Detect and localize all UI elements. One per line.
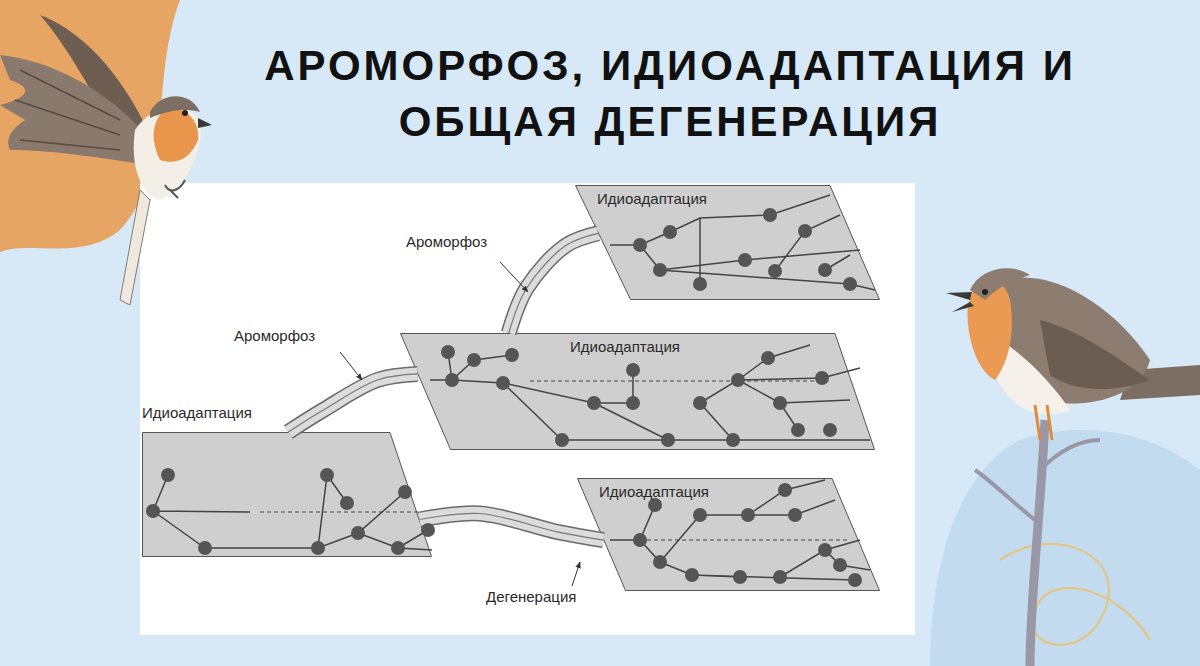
flying-bird	[0, 15, 212, 305]
plane-outline	[143, 433, 432, 557]
white-panel	[140, 183, 915, 635]
band-outline	[288, 374, 417, 432]
band-fill	[288, 374, 417, 432]
band-label: Ароморфоз	[232, 327, 317, 344]
plane-outline	[576, 186, 880, 300]
band-label-box: Ароморфоз	[232, 327, 317, 345]
scribble	[1000, 544, 1150, 645]
band-strand	[509, 233, 598, 333]
plane-outline	[578, 479, 880, 591]
evolution-band	[509, 233, 598, 333]
plane-label: Идиоадаптация	[570, 338, 680, 355]
band-outline	[509, 233, 598, 333]
band-label-box: Ароморфоз	[404, 233, 489, 251]
band-label: Дегенерация	[484, 588, 578, 605]
idioadaptation-plane: Идиоадаптация	[577, 478, 880, 591]
band-label-box: Дегенерация	[484, 588, 578, 606]
band-strand	[288, 374, 417, 432]
band-outline	[419, 513, 603, 540]
title-box: АРОМОРФОЗ, ИДИОАДАПТАЦИЯ И ОБЩАЯ ДЕГЕНЕР…	[190, 38, 1150, 150]
plane-label: Идиоадаптация	[599, 483, 709, 500]
plane-label: Идиоадаптация	[142, 404, 252, 421]
blue-blob	[930, 430, 1200, 666]
band-strand	[419, 513, 603, 540]
plane-label: Идиоадаптация	[597, 190, 707, 207]
title: АРОМОРФОЗ, ИДИОАДАПТАЦИЯ И ОБЩАЯ ДЕГЕНЕР…	[190, 38, 1150, 150]
band-fill	[419, 513, 603, 540]
perched-bird	[946, 268, 1200, 666]
plane-outline	[401, 334, 875, 450]
evolution-band	[288, 374, 417, 432]
band-label: Ароморфоз	[404, 233, 489, 250]
band-fill	[509, 233, 598, 333]
evolution-band	[419, 513, 603, 540]
